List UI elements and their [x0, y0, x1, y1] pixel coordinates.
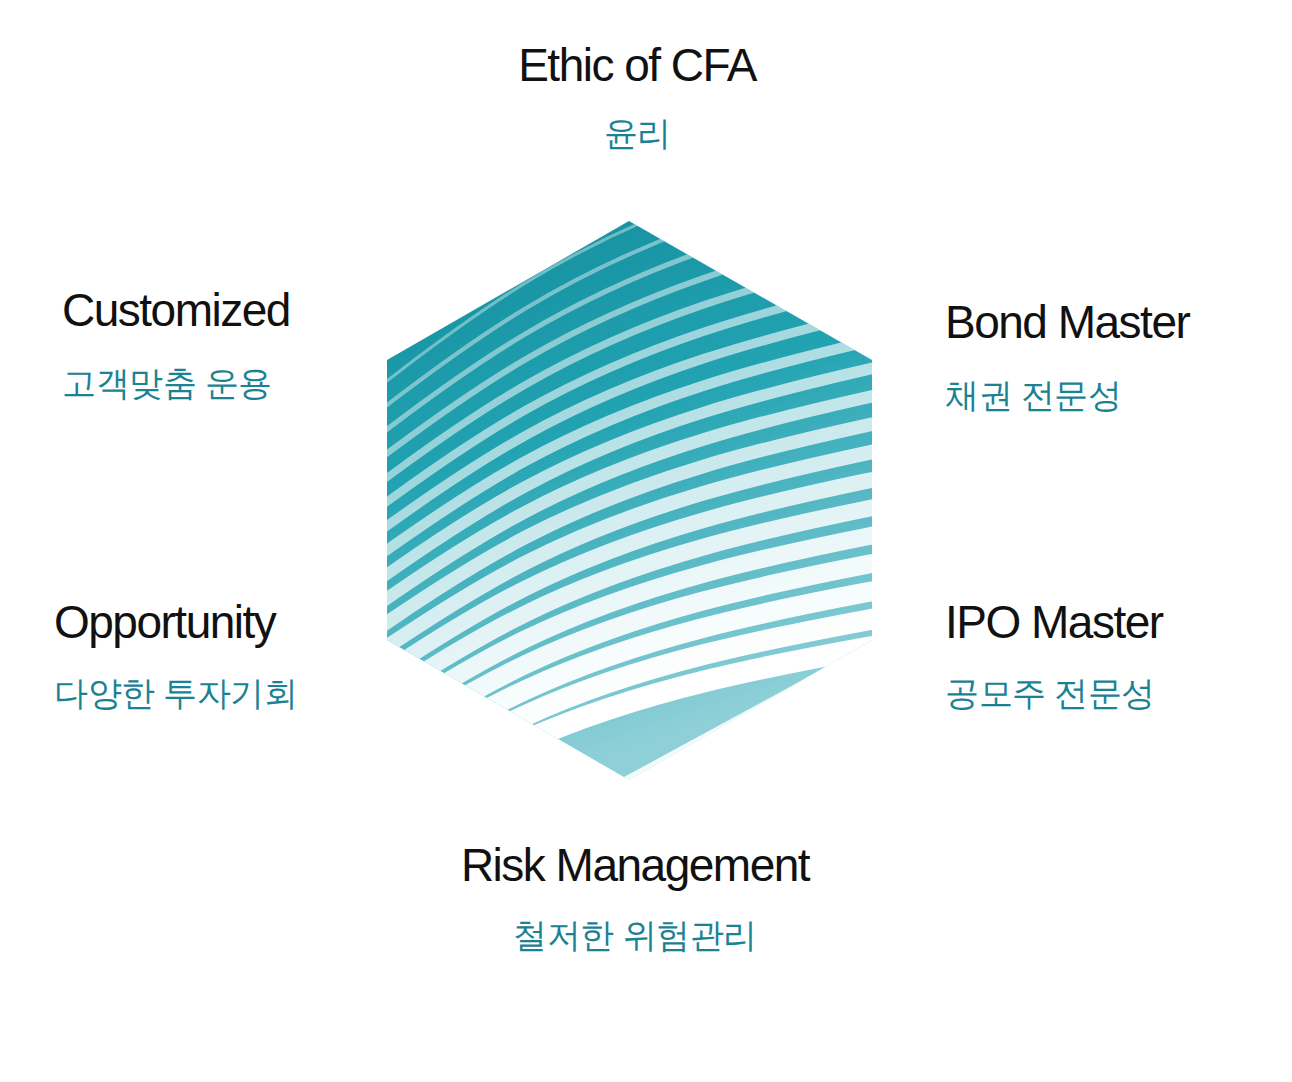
korean-subtitle: 공모주 전문성	[945, 675, 1155, 712]
korean-subtitle: 다양한 투자기회	[54, 675, 297, 712]
heading-label: Ethic of CFA	[518, 40, 756, 91]
hexagon	[370, 110, 900, 826]
heading-label: Bond Master	[945, 297, 1189, 348]
korean-subtitle: 채권 전문성	[945, 377, 1121, 414]
stripe	[600, 640, 880, 790]
heading-label: Customized	[62, 285, 290, 336]
stripe	[370, 642, 900, 826]
korean-subtitle: 철저한 위험관리	[513, 917, 756, 954]
heading-label: IPO Master	[945, 597, 1163, 648]
heading-label: Risk Management	[461, 840, 809, 891]
stripes	[370, 110, 900, 826]
korean-subtitle: 고객맞춤 운용	[62, 365, 272, 402]
korean-subtitle: 윤리	[604, 115, 671, 152]
heading-label: Opportunity	[54, 597, 275, 648]
